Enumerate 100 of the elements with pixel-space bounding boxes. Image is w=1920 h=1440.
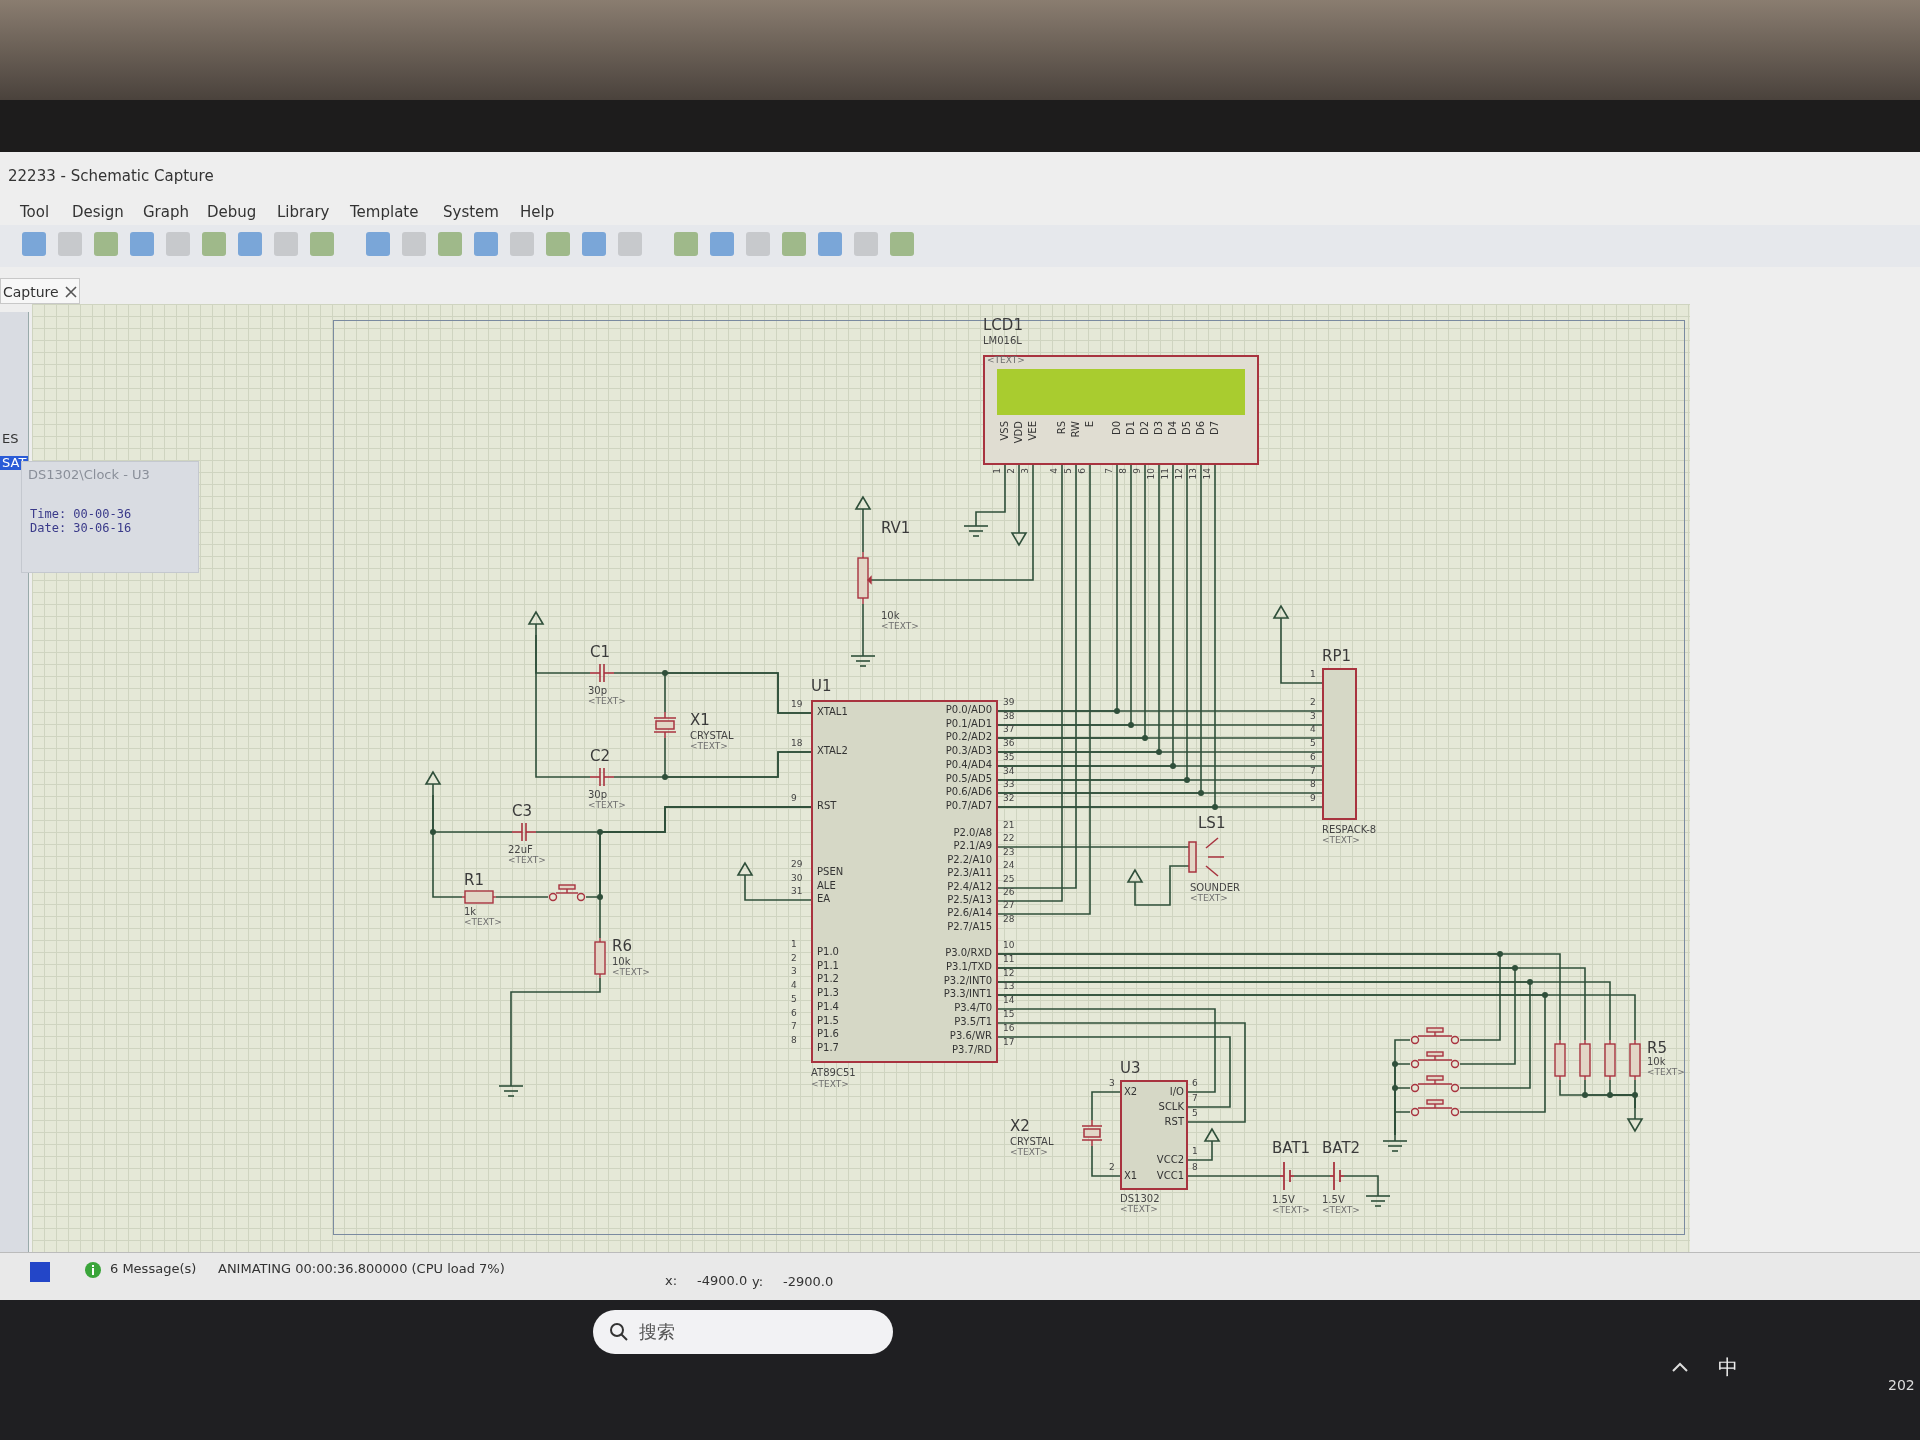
pin-name: P0.2/AD2 [945, 731, 992, 742]
pin-name: D7 [1209, 421, 1220, 436]
part-label: LS1 [1198, 815, 1226, 832]
wire [997, 464, 1091, 915]
wire [599, 806, 812, 939]
pin-number: 26 [1003, 888, 1015, 898]
pin-number: 4 [791, 981, 797, 991]
pin-name: P1.2 [817, 973, 839, 984]
pin-name: RS [1056, 421, 1067, 435]
value-label: CRYSTAL [1010, 1136, 1054, 1147]
pin-name: RW [1070, 421, 1081, 438]
pin-number: 30 [791, 874, 803, 884]
placeholder-text: <TEXT> [1120, 1205, 1158, 1215]
menu-item: Library [277, 204, 330, 221]
pin-name: VCC1 [1156, 1170, 1184, 1181]
placeholder-text: <TEXT> [987, 356, 1025, 366]
pin-number: 29 [791, 860, 803, 870]
wire [997, 464, 1063, 902]
pin-number: 6 [791, 1009, 797, 1019]
pin-name: P3.4/T0 [954, 1002, 992, 1013]
pin-number: 23 [1003, 848, 1015, 858]
pin-name: P0.3/AD3 [945, 745, 992, 756]
pin-name: P1.0 [817, 946, 839, 957]
pin-name: P3.3/INT1 [943, 988, 992, 999]
value-label: 10k [881, 610, 900, 621]
part-label: BAT2 [1322, 1140, 1361, 1157]
pin-name: PSEN [817, 866, 844, 877]
pin-name: P2.3/A11 [947, 867, 992, 878]
wire [997, 981, 1531, 1089]
pin-number: 14 [1003, 996, 1015, 1006]
pin-number: 5 [1192, 1109, 1198, 1119]
pin-number: 1 [1310, 670, 1316, 680]
pin-number: 11 [1161, 468, 1171, 480]
pin-number: 8 [1119, 468, 1129, 474]
wire [1018, 464, 1020, 523]
part-label: RV1 [881, 520, 911, 537]
pin-number: 9 [791, 794, 797, 804]
pin-number: 3 [1310, 712, 1316, 722]
pin-number: 7 [1192, 1094, 1198, 1104]
part-label: R1 [464, 872, 484, 889]
pin-name: P0.0/AD0 [945, 704, 992, 715]
value-label: 10k [1647, 1056, 1666, 1067]
wire [1187, 1151, 1213, 1161]
pin-number: 35 [1003, 753, 1015, 763]
pin-name: RST [1164, 1116, 1184, 1127]
pin-number: 36 [1003, 739, 1015, 749]
part-label: R6 [612, 938, 632, 955]
value-label: 30p [588, 685, 608, 696]
pin-name: SCLK [1158, 1101, 1184, 1112]
wire [997, 806, 1323, 808]
placeholder-text: <TEXT> [690, 742, 728, 752]
pin-name: P2.2/A10 [947, 854, 992, 865]
pin-number: 7 [1310, 767, 1316, 777]
pin-name: RST [817, 800, 837, 811]
pin-number: 3 [791, 967, 797, 977]
wire [997, 737, 1323, 739]
pin-name: ALE [817, 880, 836, 891]
menu-item: Graph [143, 204, 189, 221]
status-text: 6 Message(s) [110, 1262, 197, 1277]
pin-number: 16 [1003, 1024, 1015, 1034]
status-text: ANIMATING 00:00:36.800000 (CPU load 7%) [218, 1262, 505, 1277]
pin-name: P1.3 [817, 987, 839, 998]
pin-number: 4 [1310, 725, 1316, 735]
pin-name: P2.7/A15 [947, 921, 992, 932]
menu-item: Debug [207, 204, 257, 221]
wire [997, 846, 1189, 848]
pin-number: 38 [1003, 712, 1015, 722]
wire [975, 464, 1006, 521]
pin-name: VDD [1013, 421, 1024, 444]
pin-name: D6 [1195, 421, 1206, 436]
wire [1280, 628, 1323, 684]
pin-number: 7 [1105, 468, 1115, 474]
part-label: BAT1 [1272, 1140, 1311, 1157]
part-label: C2 [590, 748, 611, 765]
pin-number: 6 [1310, 753, 1316, 763]
popup-title: DS1302\Clock - U3 [28, 468, 150, 483]
wire [510, 977, 601, 1081]
pin-name: XTAL2 [817, 745, 848, 756]
pin-number: 39 [1003, 698, 1015, 708]
wire [997, 724, 1323, 726]
pin-number: 3 [1021, 468, 1031, 474]
value-label: RESPACK-8 [1322, 824, 1377, 835]
pin-number: 15 [1003, 1010, 1015, 1020]
wire [997, 1008, 1216, 1093]
pin-number: 11 [1003, 955, 1015, 965]
menu-item: Template [350, 204, 419, 221]
pin-number: 27 [1003, 901, 1015, 911]
pin-name: D5 [1181, 421, 1192, 436]
pin-name: P3.5/T1 [954, 1016, 992, 1027]
wire [1134, 865, 1189, 906]
pin-number: 19 [791, 700, 803, 710]
pin-name: VCC2 [1156, 1154, 1184, 1165]
readout-text: Time: 00-00-36 [30, 508, 132, 522]
menu-item: Tool [20, 204, 50, 221]
pin-name: P2.6/A14 [947, 907, 992, 918]
placeholder-text: <TEXT> [1190, 894, 1228, 904]
pin-name: D2 [1139, 421, 1150, 436]
pin-name: P0.7/AD7 [945, 800, 992, 811]
wire [997, 710, 1323, 712]
value-label: 1k [464, 906, 477, 917]
